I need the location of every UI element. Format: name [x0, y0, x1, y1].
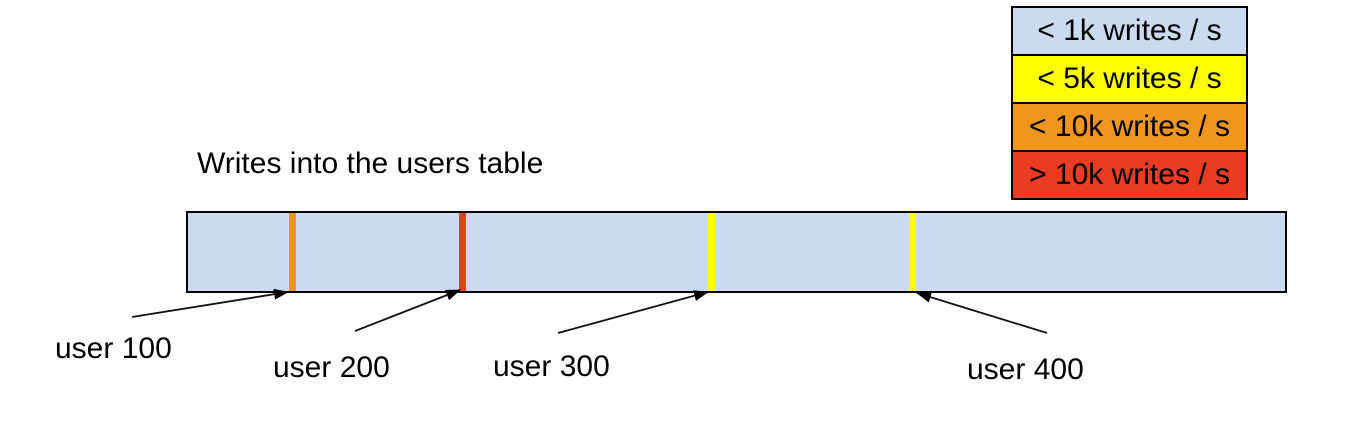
marker-user-300 [708, 213, 715, 291]
marker-user-200 [459, 213, 466, 291]
legend-item-lt-1k: < 1k writes / s [1011, 6, 1248, 56]
marker-user-400 [909, 213, 916, 291]
arrow-user-200 [354, 289, 461, 332]
label-user-200: user 200 [273, 351, 390, 384]
arrow-user-400 [916, 291, 1048, 334]
legend-item-lt-5k: < 5k writes / s [1011, 54, 1248, 104]
arrow-user-300 [557, 290, 709, 334]
arrow-user-100 [131, 288, 289, 318]
legend: < 1k writes / s < 5k writes / s < 10k wr… [1011, 6, 1248, 200]
label-user-400: user 400 [967, 353, 1084, 386]
legend-item-gt-10k: > 10k writes / s [1011, 150, 1248, 200]
label-user-100: user 100 [55, 332, 172, 365]
label-user-300: user 300 [493, 350, 610, 383]
users-table-bar [186, 211, 1287, 293]
marker-user-100 [289, 213, 296, 291]
legend-item-lt-10k: < 10k writes / s [1011, 102, 1248, 152]
diagram-title: Writes into the users table [197, 147, 544, 180]
